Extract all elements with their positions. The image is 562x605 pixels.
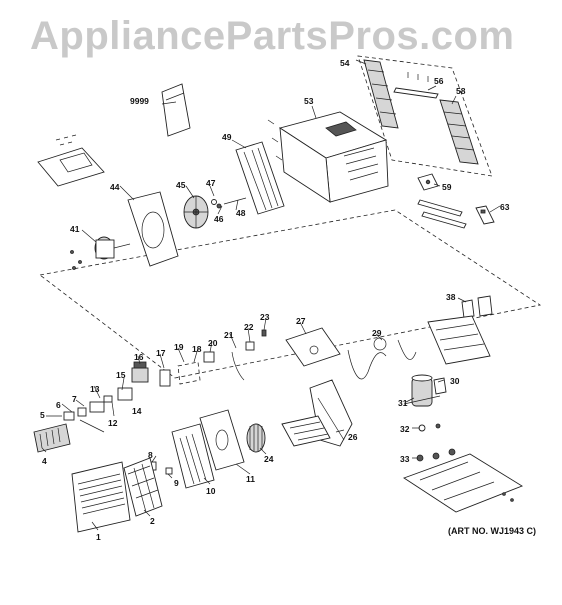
callout-20: 20 xyxy=(208,338,218,348)
callout-9: 9 xyxy=(174,478,179,488)
part-fan-motor[interactable] xyxy=(70,236,131,270)
callout-58: 58 xyxy=(456,86,466,96)
callout-47: 47 xyxy=(206,178,216,188)
part-drain-tray[interactable] xyxy=(281,415,331,447)
callout-4: 4 xyxy=(42,456,47,466)
part-condenser-coil[interactable] xyxy=(235,141,285,215)
callout-49: 49 xyxy=(222,132,232,142)
callout-18: 18 xyxy=(192,344,202,354)
callout-59: 59 xyxy=(442,182,452,192)
callout-7: 7 xyxy=(72,394,77,404)
callout-26: 26 xyxy=(348,432,358,442)
callout-56: 56 xyxy=(434,76,444,86)
callout-32: 32 xyxy=(400,424,410,434)
callout-53: 53 xyxy=(304,96,314,106)
callout-33: 33 xyxy=(400,454,410,464)
part-38[interactable] xyxy=(461,295,493,319)
callout-22: 22 xyxy=(244,322,254,332)
part-top-bracket[interactable] xyxy=(37,134,105,187)
part-front-panel[interactable] xyxy=(71,461,131,533)
callout-2: 2 xyxy=(150,516,155,526)
callout-31: 31 xyxy=(398,398,408,408)
part-air-filter[interactable] xyxy=(123,457,163,517)
part-mounting-hardware[interactable] xyxy=(416,423,456,462)
callout-13: 13 xyxy=(90,384,100,394)
part-cabinet[interactable] xyxy=(267,111,389,203)
part-manual[interactable] xyxy=(161,83,191,137)
callout-27: 27 xyxy=(296,316,306,326)
callout-10: 10 xyxy=(206,486,216,496)
callout-63: 63 xyxy=(500,202,510,212)
callout-6: 6 xyxy=(56,400,61,410)
part-fan-shroud[interactable] xyxy=(127,191,179,267)
callout-38: 38 xyxy=(446,292,456,302)
callout-21: 21 xyxy=(224,330,234,340)
callout-19: 19 xyxy=(174,342,184,352)
callout-23: 23 xyxy=(260,312,270,322)
part-remote[interactable] xyxy=(475,205,495,225)
part-evaporator[interactable] xyxy=(171,423,215,489)
part-bracket[interactable] xyxy=(417,173,439,191)
callout-14: 14 xyxy=(132,406,142,416)
part-fan-hardware[interactable] xyxy=(211,197,247,209)
callout-24: 24 xyxy=(264,454,274,464)
callout-44: 44 xyxy=(110,182,120,192)
callout-17: 17 xyxy=(156,348,166,358)
part-29-tubing[interactable] xyxy=(347,337,417,380)
callout-9999: 9999 xyxy=(130,96,149,106)
callout-15: 15 xyxy=(116,370,126,380)
part-rear-grille[interactable] xyxy=(363,59,399,129)
callout-48: 48 xyxy=(236,208,246,218)
part-fan-blade[interactable] xyxy=(183,195,209,229)
part-control-components[interactable] xyxy=(63,329,267,433)
part-4-grille[interactable] xyxy=(33,423,71,453)
callout-11: 11 xyxy=(246,474,255,484)
callout-45: 45 xyxy=(176,180,186,190)
part-27[interactable] xyxy=(285,327,341,367)
callout-5: 5 xyxy=(40,410,45,420)
part-compressor[interactable] xyxy=(403,374,447,407)
callout-8: 8 xyxy=(148,450,153,460)
part-side-louver[interactable] xyxy=(439,99,479,165)
callout-12: 12 xyxy=(108,418,118,428)
callout-41: 41 xyxy=(70,224,80,234)
part-base-pan[interactable] xyxy=(403,453,524,513)
part-motor-mount[interactable] xyxy=(199,409,245,471)
upper-dashed-boundary xyxy=(39,209,542,379)
watermark: AppliancePartsPros.com xyxy=(30,14,515,58)
callout-54: 54 xyxy=(340,58,350,68)
art-number: (ART NO. WJ1943 C) xyxy=(448,526,537,536)
callout-1: 1 xyxy=(96,532,101,542)
part-grille-rail[interactable] xyxy=(393,72,439,99)
rear-grille-dashed-box xyxy=(357,55,493,177)
callout-30: 30 xyxy=(450,376,460,386)
part-blower-wheel[interactable] xyxy=(246,423,266,453)
callout-46: 46 xyxy=(214,214,224,224)
part-side-rails[interactable] xyxy=(417,199,467,229)
callout-16: 16 xyxy=(134,352,144,362)
part-base-assembly[interactable] xyxy=(427,315,491,365)
callout-29: 29 xyxy=(372,328,382,338)
